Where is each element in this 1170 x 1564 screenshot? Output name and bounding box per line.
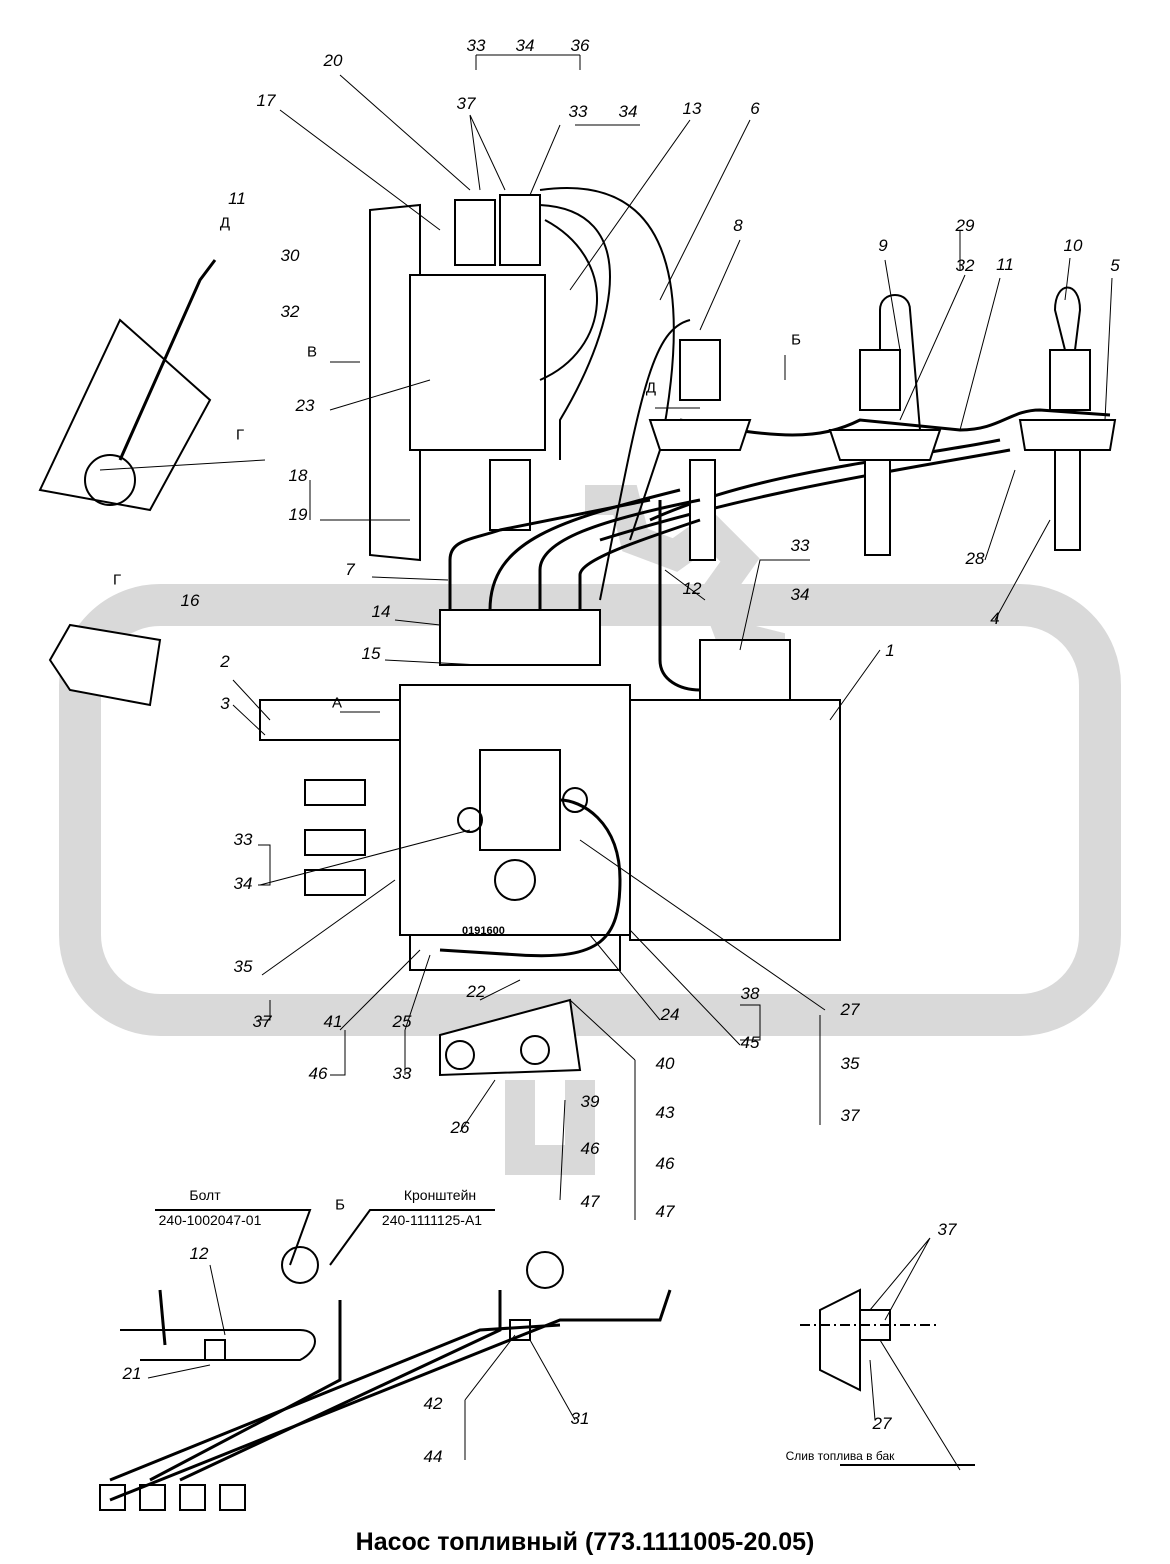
- part-label: 7: [345, 560, 355, 579]
- diagram-title: Насос топливный (773.1111005-20.05): [355, 1528, 815, 1556]
- part-label: 33: [790, 536, 810, 555]
- part-label: 27: [840, 1000, 860, 1019]
- part-label: 39: [580, 1092, 600, 1111]
- part-label: 46: [655, 1154, 675, 1173]
- part-label: 45: [740, 1033, 760, 1052]
- part-label: 9: [878, 236, 888, 255]
- part-label: 34: [790, 585, 810, 604]
- part-label: 33: [233, 830, 253, 849]
- part-label: 33: [568, 102, 588, 121]
- part-label: 30: [280, 246, 300, 265]
- part-label: 34: [515, 36, 535, 55]
- part-label: 46: [308, 1064, 328, 1083]
- part-label: 11: [996, 255, 1014, 274]
- part-label: 16: [180, 591, 200, 610]
- view-label: В: [306, 343, 318, 361]
- view-label: Г: [112, 571, 122, 589]
- part-label: 37: [840, 1106, 860, 1125]
- part-label: 6: [750, 99, 760, 118]
- part-label: 2: [220, 652, 230, 671]
- part-label: 36: [570, 36, 590, 55]
- part-label: 5: [1110, 256, 1120, 275]
- part-label: 19: [288, 505, 308, 524]
- part-label: 42: [423, 1394, 443, 1413]
- part-label: 18: [288, 466, 308, 485]
- drain-label: Слив топлива в бак: [785, 1448, 895, 1463]
- part-label: 35: [233, 957, 253, 976]
- part-label: 20: [323, 51, 343, 70]
- part-label: 31: [570, 1409, 590, 1428]
- part-label: 34: [233, 874, 253, 893]
- part-label: 37: [252, 1012, 272, 1031]
- part-label: 3: [220, 694, 230, 713]
- part-label: 17: [256, 91, 276, 110]
- part-label: 40: [655, 1054, 675, 1073]
- part-label: 34: [618, 102, 638, 121]
- part-label: 22: [466, 982, 486, 1001]
- part-label: 13: [682, 99, 702, 118]
- part-label: 24: [660, 1005, 680, 1024]
- view-label: Г: [235, 426, 245, 444]
- part-label: 33: [466, 36, 486, 55]
- part-label: 32: [280, 302, 300, 321]
- part-label: 27: [872, 1414, 892, 1433]
- part-label: 21: [122, 1364, 142, 1383]
- part-label: 12: [682, 579, 702, 598]
- part-label: 10: [1063, 236, 1083, 255]
- part-label: 47: [655, 1202, 675, 1221]
- view-label: Д: [645, 379, 657, 397]
- part-label: 1: [885, 641, 895, 660]
- part-label: 11: [228, 189, 246, 208]
- part-label: 47: [580, 1192, 600, 1211]
- part-label: 32: [955, 256, 975, 275]
- part-label: 37: [456, 94, 476, 113]
- part-label: 29: [955, 216, 975, 235]
- part-label: 26: [450, 1118, 470, 1137]
- part-label: 43: [655, 1103, 675, 1122]
- part-label: 41: [323, 1012, 343, 1031]
- view-label: Б: [791, 331, 801, 349]
- part-label: 46: [580, 1139, 600, 1158]
- view-label: А: [331, 694, 343, 712]
- bracket-callout-name: Кронштейн: [403, 1187, 477, 1204]
- part-label: 25: [392, 1012, 412, 1031]
- part-label: 33: [392, 1064, 412, 1083]
- part-label: 44: [423, 1447, 443, 1466]
- part-label: 35: [840, 1054, 860, 1073]
- part-label: 38: [740, 984, 760, 1003]
- part-label: 12: [189, 1244, 209, 1263]
- part-label: 37: [937, 1220, 957, 1239]
- part-label: 23: [295, 396, 315, 415]
- pump-stamp: 0191600: [462, 925, 505, 937]
- part-label: 8: [733, 216, 743, 235]
- view-b-callout: Б: [335, 1196, 345, 1214]
- bolt-callout-part: 240-1002047-01: [158, 1212, 262, 1229]
- part-label: 4: [990, 609, 1000, 628]
- part-label: 28: [965, 549, 985, 568]
- view-label: Д: [219, 214, 231, 232]
- bracket-callout-part: 240-1111125-А1: [381, 1212, 483, 1229]
- part-label: 15: [361, 644, 381, 663]
- bolt-callout-name: Болт: [189, 1187, 221, 1204]
- part-label: 14: [371, 602, 391, 621]
